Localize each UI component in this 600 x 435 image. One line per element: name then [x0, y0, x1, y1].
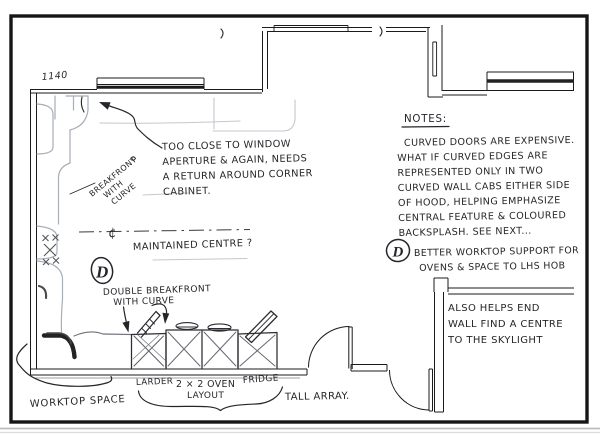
too-close-note: TOO CLOSE TO WINDOW APERTURE & AGAIN, NE…	[161, 139, 313, 198]
maintained-centreline	[78, 229, 251, 233]
too-close-line-4: CABINET.	[163, 186, 211, 198]
fridge-door-flap	[244, 310, 278, 344]
worktop-space-label: WORKTOP SPACE	[30, 394, 126, 410]
notes-line-5: OF HOOD, HELPING EMPHASIZE	[398, 195, 561, 209]
better-worktop-line-1: BETTER WORKTOP SUPPORT FOR	[414, 245, 579, 259]
door-leaf-1	[348, 326, 353, 369]
centreline-symbol: ¢	[107, 225, 118, 241]
notes-line-7: BACKSPLASH. SEE NEXT...	[398, 226, 531, 239]
double-breakfront-line-1: DOUBLE BREAKFRONT	[103, 284, 211, 298]
larder-door-flap	[136, 310, 161, 338]
doors	[308, 326, 433, 412]
breakfront-leader-line	[69, 182, 96, 195]
worktop-corner-heavy	[41, 333, 77, 360]
fridge-unit	[237, 331, 278, 369]
arrow-a-head	[122, 320, 130, 333]
left-cabinets-sketch	[36, 95, 132, 337]
also-helps-line-1: ALSO HELPS END	[448, 303, 540, 314]
door-leaf-2	[428, 368, 433, 412]
larder-label: LARDER	[136, 377, 174, 388]
faint-pencil-lines	[99, 97, 296, 261]
fridge-label: FRIDGE	[243, 374, 280, 386]
too-close-line-2: APERTURE & AGAIN, NEEDS	[162, 153, 307, 168]
arrow-b-head	[162, 312, 170, 324]
bottom-units-sketch	[130, 310, 278, 369]
worktop-edge-sketch	[73, 331, 132, 337]
window-bay	[96, 77, 205, 89]
maintained-centre-note: MAINTAINED CENTRE ?	[133, 238, 253, 253]
cad-walls	[30, 25, 574, 413]
arrowheads	[99, 102, 170, 333]
hob-dish-right	[207, 323, 232, 332]
ink-marks	[16, 26, 450, 412]
notes-paragraph: CURVED DOORS ARE EXPENSIVE. WHAT IF CURV…	[397, 135, 575, 239]
also-helps-line-3: TO THE SKYLIGHT	[447, 335, 543, 346]
notes-line-2: WHAT IF CURVED EDGES ARE	[397, 150, 548, 164]
detail-d-circle-left	[90, 256, 114, 285]
tall-array-label: TALL ARRAY.	[284, 391, 350, 403]
breakfront-note: BREAKFRONT WITH CURVE	[88, 155, 139, 207]
too-close-line-1: TOO CLOSE TO WINDOW	[161, 139, 291, 153]
also-helps-note: ALSO HELPS END WALL FIND A CENTRE TO THE…	[447, 303, 563, 346]
notes-line-4: CURVED WALL CABS EITHER SIDE	[398, 180, 570, 194]
window-centre-ticks	[220, 26, 383, 39]
dimension-label: 1140	[41, 70, 68, 83]
double-breakfront-line-2: WITH CURVE	[113, 296, 174, 308]
hob-dish-left	[175, 322, 199, 330]
skylight-wall	[486, 71, 574, 91]
notes-line-3: REPRESENTED ONLY IN TWO	[397, 165, 543, 179]
paper-edge-shadow	[0, 427, 600, 434]
detail-d-letter-left: D	[95, 263, 108, 282]
appliance-x-marks	[42, 234, 60, 266]
oven-layout-line-2: LAYOUT	[187, 391, 224, 401]
too-close-line-3: A RETURN AROUND CORNER	[163, 168, 313, 183]
better-worktop-line-2: OVENS & SPACE TO LHS HOB	[419, 260, 565, 274]
notes-underline	[401, 125, 450, 128]
oven-layout-brace	[137, 386, 284, 412]
dark-corner-strokes	[37, 96, 137, 360]
drawing-border-frame	[9, 14, 589, 424]
notes-line-6: CENTRAL FEATURE & COLOURED	[398, 210, 566, 224]
worktop-space-brace	[16, 343, 113, 387]
breakfront-curve-sketch	[69, 109, 89, 131]
oven-units	[165, 329, 239, 369]
too-close-arrowhead	[99, 102, 111, 110]
double-breakfront-note: DOUBLE BREAKFRONT WITH CURVE	[103, 284, 211, 308]
better-worktop-note: BETTER WORKTOP SUPPORT FOR OVENS & SPACE…	[414, 245, 579, 274]
detail-d-circle-right	[385, 238, 411, 263]
notes-line-1: CURVED DOORS ARE EXPENSIVE.	[404, 135, 575, 149]
notes-title: NOTES:	[404, 114, 447, 125]
door-swing-arc-2	[389, 369, 430, 411]
oven-layout-line-1: 2 × 2 OVEN	[176, 379, 235, 390]
too-close-arrow-line	[107, 104, 163, 149]
right-upper-window	[432, 41, 438, 77]
door-swing-arc-1	[308, 326, 350, 368]
also-helps-line-2: WALL FIND A CENTRE	[448, 319, 563, 330]
handwritten-annotations: 1140 TOO CLOSE TO WINDOW APERTURE & AGAI…	[30, 70, 580, 410]
detail-d-letter-right: D	[392, 245, 404, 261]
top-window	[273, 25, 349, 31]
